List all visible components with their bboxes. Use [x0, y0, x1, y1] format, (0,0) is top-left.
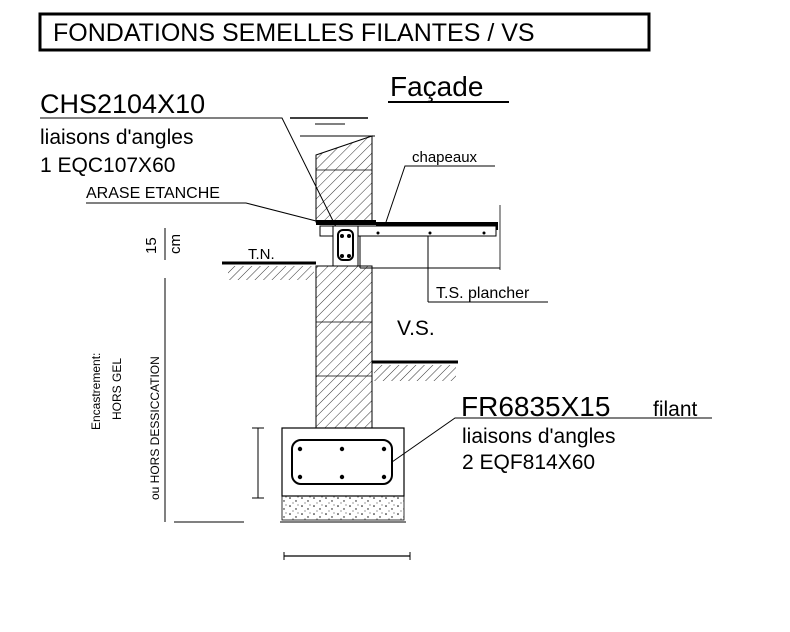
slab-rebar-3 — [482, 231, 486, 235]
chain-line2-label: 1 EQC107X60 — [40, 154, 175, 177]
slab-level-label: T.S. plancher — [436, 285, 530, 302]
height-value-label: 15 — [143, 237, 160, 254]
footing-line1-label: liaisons d'angles — [462, 425, 615, 448]
damp-course-leader — [86, 202, 321, 223]
slab-rebar-1 — [376, 231, 380, 235]
drawing-title: FONDATIONS SEMELLES FILANTES / VS — [53, 19, 535, 47]
footing-ref-label: FR6835X15 — [461, 391, 610, 422]
footing-rebar-3 — [381, 446, 387, 452]
footing-rebar-5 — [339, 474, 345, 480]
ground-soil-hatch — [228, 266, 314, 280]
slab-rebar-2 — [428, 231, 432, 235]
chain-rebar-4 — [347, 254, 351, 258]
damp-course-label: ARASE ETANCHE — [86, 185, 220, 202]
chain-stirrup — [337, 229, 354, 261]
footing-rebar-6 — [381, 474, 387, 480]
crawl-space-label: V.S. — [397, 317, 435, 340]
upper-wall-hatch — [315, 135, 373, 223]
footing-rebar-1 — [297, 446, 303, 452]
lower-wall-hatch — [315, 265, 373, 429]
footing-suffix-label: filant — [653, 398, 698, 421]
caps-leader — [385, 165, 495, 223]
footing-leader — [391, 417, 712, 463]
chain-rebar-3 — [340, 254, 344, 258]
crawl-soil-hatch — [374, 365, 456, 381]
strip-footing — [281, 427, 405, 497]
chain-rebar-1 — [340, 234, 344, 238]
embed-label-2: HORS GEL — [110, 358, 124, 420]
facade-heading: Façade — [390, 71, 483, 102]
blinding-layer — [281, 495, 405, 521]
caps-label: chapeaux — [412, 149, 478, 166]
title-box — [38, 12, 651, 52]
slab-beam — [319, 225, 497, 237]
footing-rebar-2 — [339, 446, 345, 452]
embed-label-1: Encastrement: — [89, 353, 103, 430]
chain-rebar-2 — [347, 234, 351, 238]
damp-course-layer — [316, 220, 376, 225]
footing-rebar-4 — [297, 474, 303, 480]
footing-line2-label: 2 EQF814X60 — [462, 451, 595, 474]
chain-ref-label: CHS2104X10 — [40, 89, 205, 119]
height-unit-label: cm — [167, 234, 184, 254]
chain-line1-label: liaisons d'angles — [40, 126, 193, 149]
ground-label: T.N. — [248, 246, 275, 263]
embed-label-3: ou HORS DESSICCATION — [148, 356, 162, 500]
